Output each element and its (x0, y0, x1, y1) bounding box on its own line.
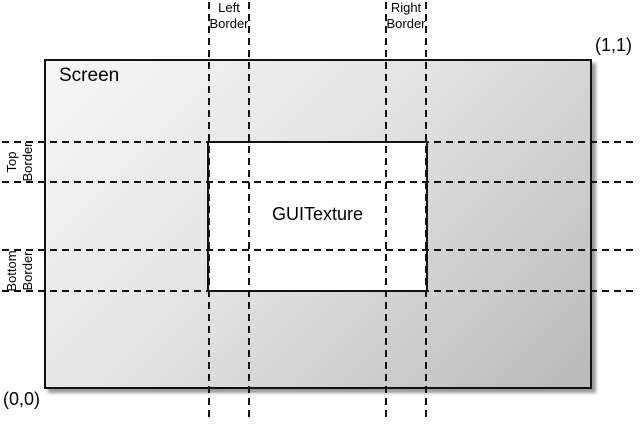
top-border-label-line2: Border (20, 142, 35, 182)
guitexture-rect: GUITexture (207, 141, 428, 292)
bottom-border-label-line1: Bottom (4, 250, 19, 292)
right-border-label-line1: Right (390, 0, 422, 15)
left-border-label-line1: Left (218, 0, 240, 15)
coord-label-bottom-left: (0,0) (3, 389, 41, 409)
top-border-label-line1: Top (4, 151, 19, 173)
right-border-label-line2: Border (386, 16, 426, 31)
left-border-label-line2: Border (209, 16, 249, 31)
left-border-label: Left Border (189, 0, 269, 34)
guitexture-label: GUITexture (271, 204, 364, 224)
screen-label: Screen (59, 65, 120, 86)
bottom-border-label-line2: Border (20, 251, 35, 291)
bottom-border-label: Bottom Border (4, 231, 38, 311)
right-border-label: Right Border (366, 0, 446, 34)
top-border-label: Top Border (4, 122, 38, 202)
coord-label-top-right: (1,1) (595, 35, 633, 55)
